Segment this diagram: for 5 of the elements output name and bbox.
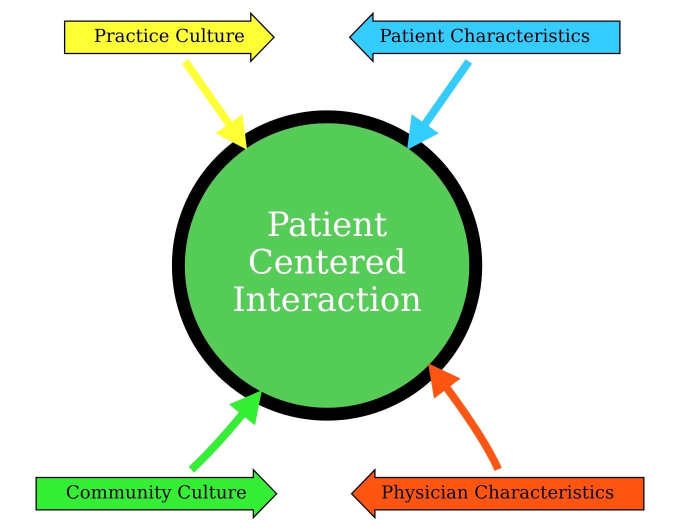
arrow — [428, 363, 502, 471]
arrow — [406, 59, 472, 150]
arrow — [188, 390, 262, 472]
arrow — [182, 59, 247, 150]
node-circle: Patient Centered Interaction — [171, 110, 482, 421]
